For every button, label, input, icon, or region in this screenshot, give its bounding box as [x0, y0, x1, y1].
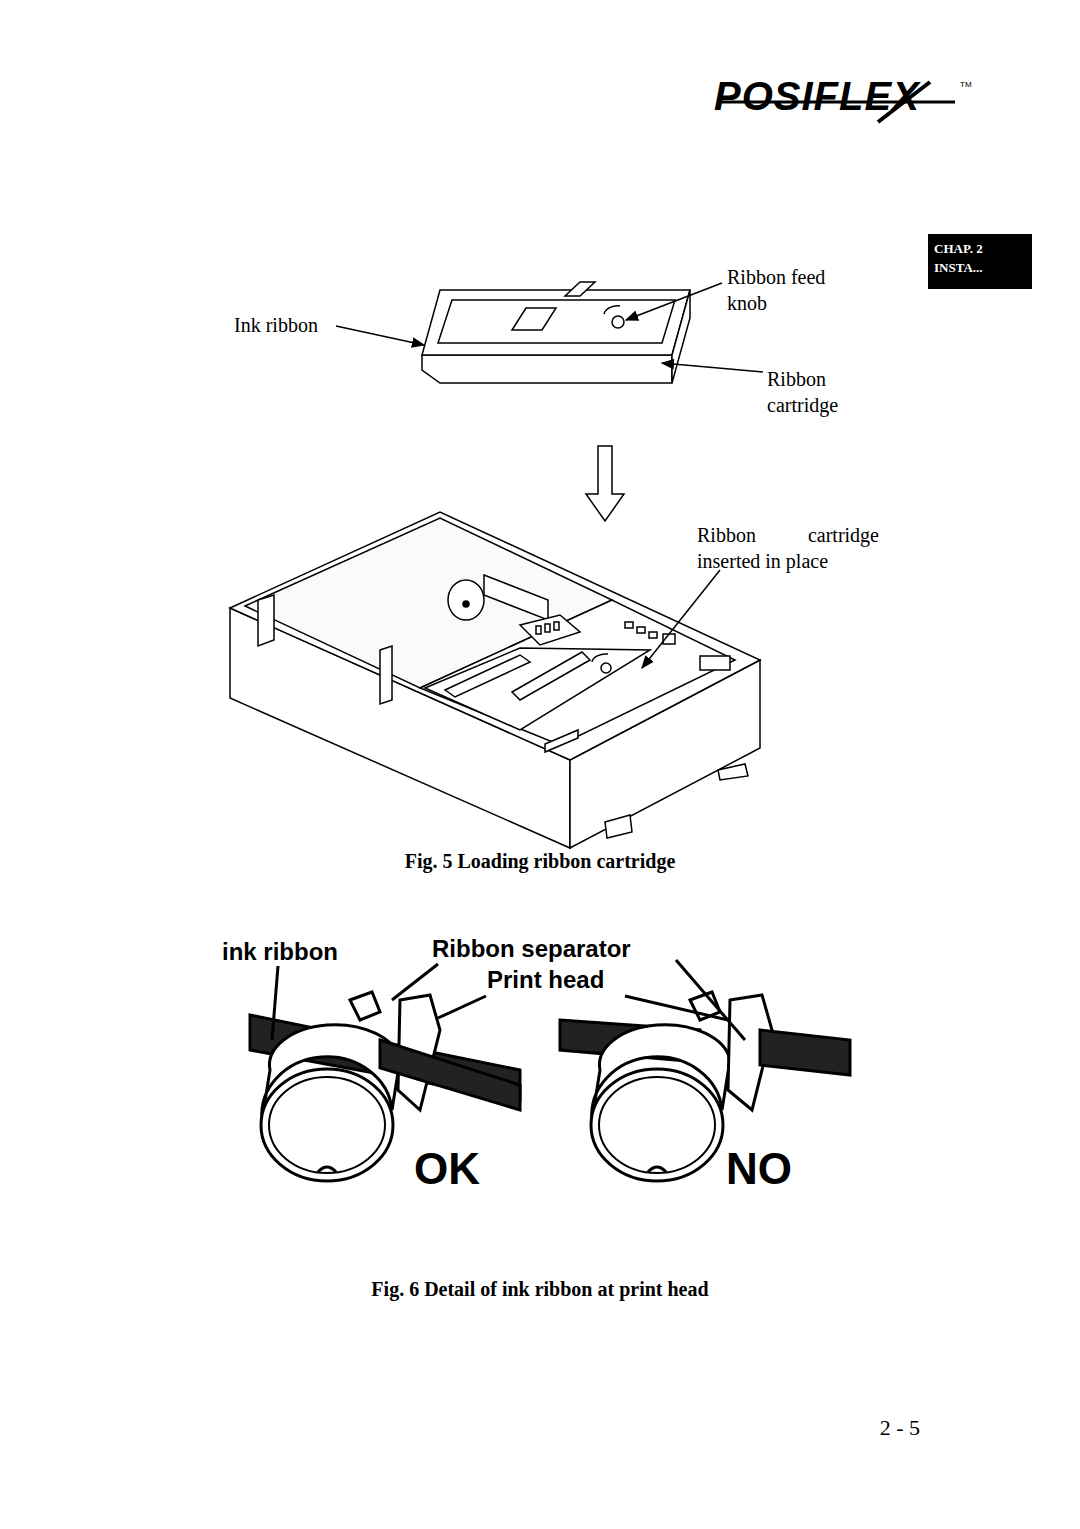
part-label: Ink ribbon [234, 312, 344, 338]
down-arrow [586, 446, 624, 521]
part-label: Print head [487, 964, 637, 995]
part-label: Ribbon cartridge inserted in place [697, 522, 879, 574]
part-label: ink ribbon [222, 936, 372, 967]
trademark: TM [960, 80, 980, 90]
printer-body [230, 512, 760, 848]
leader-lines [336, 283, 763, 668]
page-number: 2 - 5 [840, 1414, 920, 1443]
chapter-tab: CHAP. 2 INSTA... [928, 234, 1032, 289]
status-mark: OK [414, 1140, 504, 1197]
chapter-label: CHAP. 2 INSTA... [934, 240, 1006, 278]
figure-caption: Fig. 5 Loading ribbon cartridge [240, 848, 840, 874]
brand-logo: POSIFLEX [714, 70, 964, 122]
part-label: Ribbon separator [432, 933, 682, 964]
figure-caption: Fig. 6 Detail of ink ribbon at print hea… [190, 1276, 890, 1302]
part-label: Ribbon cartridge [767, 366, 867, 418]
print-head-no [560, 992, 850, 1181]
status-mark: NO [726, 1140, 816, 1197]
fig6-leaders [272, 960, 745, 1040]
part-label: Ribbon feed knob [727, 264, 835, 316]
ribbon-cartridge [422, 282, 690, 383]
